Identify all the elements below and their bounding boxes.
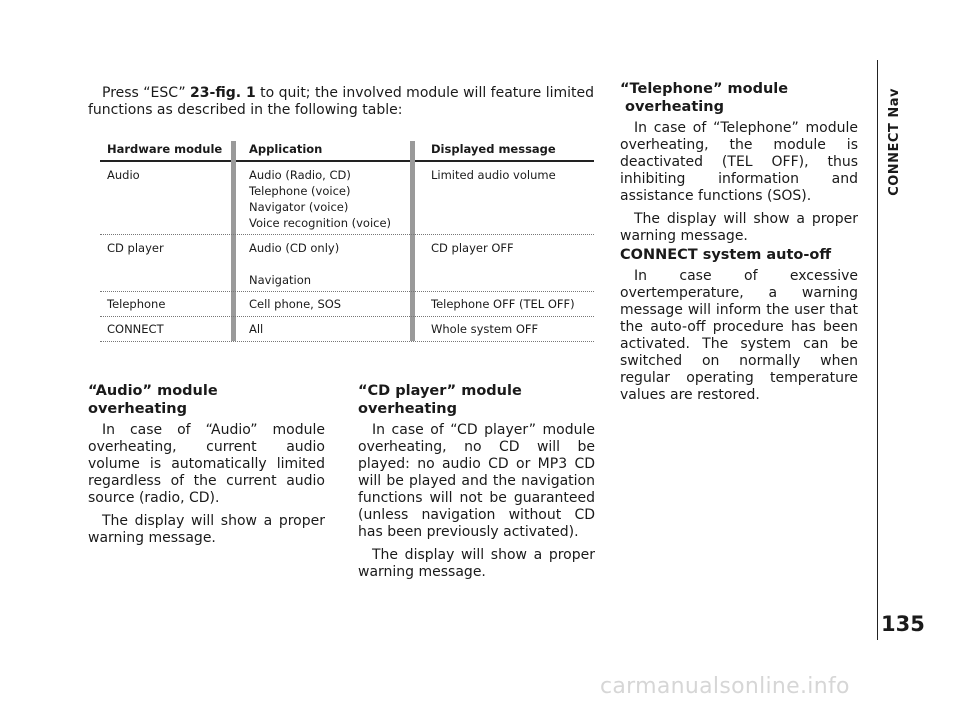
row-divider — [100, 341, 594, 342]
telephone-heading: “Telephone” module overheating — [620, 80, 858, 116]
audio-paragraph: The display will show a proper warning m… — [88, 513, 325, 546]
row-divider — [100, 234, 594, 235]
intro-pre: Press “ESC” — [102, 85, 191, 101]
auto-off-heading: CONNECT system auto-off — [620, 247, 832, 263]
cell-message: Limited audio volume — [431, 168, 556, 182]
header-application: Application — [249, 142, 323, 156]
header-hardware-module: Hardware module — [107, 142, 223, 156]
cell-application: Audio (Radio, CD) — [249, 168, 351, 182]
section-title: CONNECT Nav — [887, 88, 902, 196]
row-divider — [100, 316, 594, 317]
intro-paragraph: Press “ESC” 23-fig. 1 to quit; the invol… — [88, 85, 594, 119]
intro-post: to quit; the involved module will featur… — [88, 85, 594, 118]
cd-player-heading: “CD player” module overheating — [358, 382, 595, 418]
cell-application: Cell phone, SOS — [249, 297, 342, 311]
cell-application: Navigation — [249, 273, 312, 287]
telephone-paragraph: In case of “Telephone” module overheatin… — [620, 120, 858, 204]
cell-application: Navigator (voice) — [249, 200, 349, 214]
cd-player-paragraph: In case of “CD player” module overheatin… — [358, 422, 595, 540]
cd-player-paragraph: The display will show a proper warning m… — [358, 547, 595, 580]
cell-application: Voice recognition (voice) — [249, 216, 392, 230]
cell-module: Telephone — [107, 297, 166, 311]
audio-heading: “Audio” module overheating — [88, 382, 325, 418]
cell-message: Whole system OFF — [431, 322, 539, 336]
header-displayed-message: Displayed message — [431, 142, 556, 156]
cell-module: CD player — [107, 241, 164, 255]
heading-line: overheating — [88, 401, 187, 417]
cell-application: All — [249, 322, 264, 336]
telephone-section: “Telephone” module overheating In case o… — [620, 80, 858, 245]
figure-reference: 23-fig. 1 — [190, 85, 256, 101]
cell-application: Telephone (voice) — [249, 184, 351, 198]
heading-line: overheating — [358, 401, 457, 417]
cd-player-section: “CD player” module overheating In case o… — [358, 382, 595, 581]
auto-off-section: CONNECT system auto-off In case of exces… — [620, 246, 858, 404]
column-separator — [231, 141, 236, 341]
cell-module: Audio — [107, 168, 140, 182]
heading-line: “CD player” module — [358, 383, 522, 399]
cell-message: Telephone OFF (TEL OFF) — [431, 297, 575, 311]
column-separator — [410, 141, 415, 341]
page-number: 135 — [881, 612, 925, 636]
audio-paragraph: In case of “Audio” module overheating, c… — [88, 422, 325, 506]
table-header-rule — [100, 160, 594, 162]
audio-section: “Audio” module overheating In case of “A… — [88, 382, 325, 547]
heading-line: “Audio” module — [88, 383, 218, 399]
telephone-paragraph: The display will show a proper warning m… — [620, 211, 858, 244]
row-divider — [100, 291, 594, 292]
cell-module: CONNECT — [107, 322, 164, 336]
cell-message: CD player OFF — [431, 241, 514, 255]
cell-application: Audio (CD only) — [249, 241, 340, 255]
auto-off-paragraph: In case of excessive overtemperature, a … — [620, 268, 858, 403]
watermark: carmanualsonline.info — [600, 674, 850, 699]
margin-rule — [877, 60, 878, 640]
heading-line: overheating — [625, 99, 724, 115]
heading-line: “Telephone” module — [620, 81, 789, 97]
